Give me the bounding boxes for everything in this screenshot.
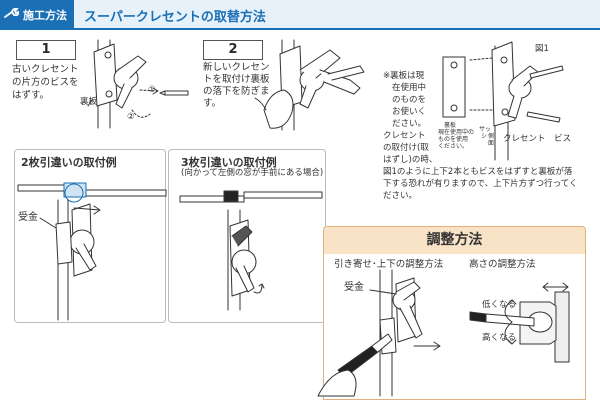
note-line-8: はずし)の時、 [383, 155, 438, 165]
header-bar [74, 0, 600, 30]
step-1-line-3: はずす。 [12, 90, 50, 101]
adjust-body [323, 254, 586, 400]
step-2-line-1: 新しいクレセン [203, 62, 270, 73]
step-2-line-4: す。 [203, 98, 222, 109]
figure-1-backplate-label: 裏板 [444, 122, 457, 129]
adjust-right-title: 高さの調整方法 [469, 259, 536, 270]
step-1-backplate-label: 裏板 [80, 97, 98, 107]
note-line-2: 在使用中 [392, 83, 427, 93]
header-tab: 施工方法 [0, 0, 74, 30]
note-line-9: 図1のように上下2本ともビスをはずすと裏板が落 [383, 167, 573, 177]
figure-1-crescent-label: クレセント [503, 134, 546, 144]
figure-1-backplate-note-2: ものを使用 [438, 136, 469, 143]
note-line-4: お使いく [392, 107, 427, 117]
step-1-marker-1: ① [148, 85, 156, 95]
step-1-line-2: の片方のビスを [12, 77, 79, 88]
two-panel-box [14, 149, 166, 323]
step-2-line-2: トを取付け裏板 [203, 74, 270, 85]
note-line-3: のものを [392, 95, 427, 105]
step-1-marker-2: ② [127, 112, 135, 122]
figure-1-sash-label-2: シ [481, 133, 488, 140]
step-2-number: 2 [203, 40, 263, 60]
wrench-icon [4, 8, 20, 18]
section-header: 施工方法 スーパークレセントの取替方法 [0, 0, 600, 30]
adjust-left-title: 引き寄せ･上下の調整方法 [334, 259, 444, 270]
step-1-number: 1 [16, 40, 76, 60]
adjust-title: 調整方法 [323, 226, 586, 254]
header-tab-label: 施工方法 [23, 9, 67, 22]
note-line-10: 下する恐れが有りますので、上下片方ずつ行ってく [383, 179, 578, 189]
figure-1-screw-label: ビス [554, 134, 572, 144]
note-line-7: の取付け(取 [383, 143, 429, 153]
two-panel-keeper-label: 受金 [18, 212, 38, 223]
two-panel-title: 2枚引違いの取付例 [21, 156, 117, 169]
three-panel-title: 3枚引違いの取付例 [181, 156, 277, 169]
figure-1-sash-label-1: サッ [479, 126, 492, 133]
three-panel-subtitle: (向かって左側の窓が手前にある場合) [181, 168, 324, 178]
note-line-5: ださい。 [392, 119, 427, 129]
adjust-lower-label: 低くなる [482, 300, 517, 310]
figure-1-sash-label-3: 側 [488, 133, 495, 140]
figure-1-backplate-note-3: ください。 [438, 143, 469, 150]
figure-1-title: 図1 [535, 44, 549, 54]
step-1-illustration [87, 39, 189, 129]
step-1-line-1: 古いクレセント [12, 64, 79, 75]
figure-1-sash-label-4: 面 [488, 140, 495, 147]
adjust-keeper-label: 受金 [344, 282, 364, 293]
note-line-11: ださい。 [383, 191, 418, 201]
adjust-higher-label: 高くなる [482, 333, 517, 343]
note-line-6: クレセント [383, 131, 426, 141]
figure-1-backplate-note-1: 現在使用中の [438, 129, 475, 136]
page-title: スーパークレセントの取替方法 [84, 10, 266, 25]
step-2-illustration [254, 39, 365, 131]
step-2-line-3: の落下を防ぎま [203, 86, 270, 97]
note-line-1: ※裏板は現 [383, 71, 425, 81]
